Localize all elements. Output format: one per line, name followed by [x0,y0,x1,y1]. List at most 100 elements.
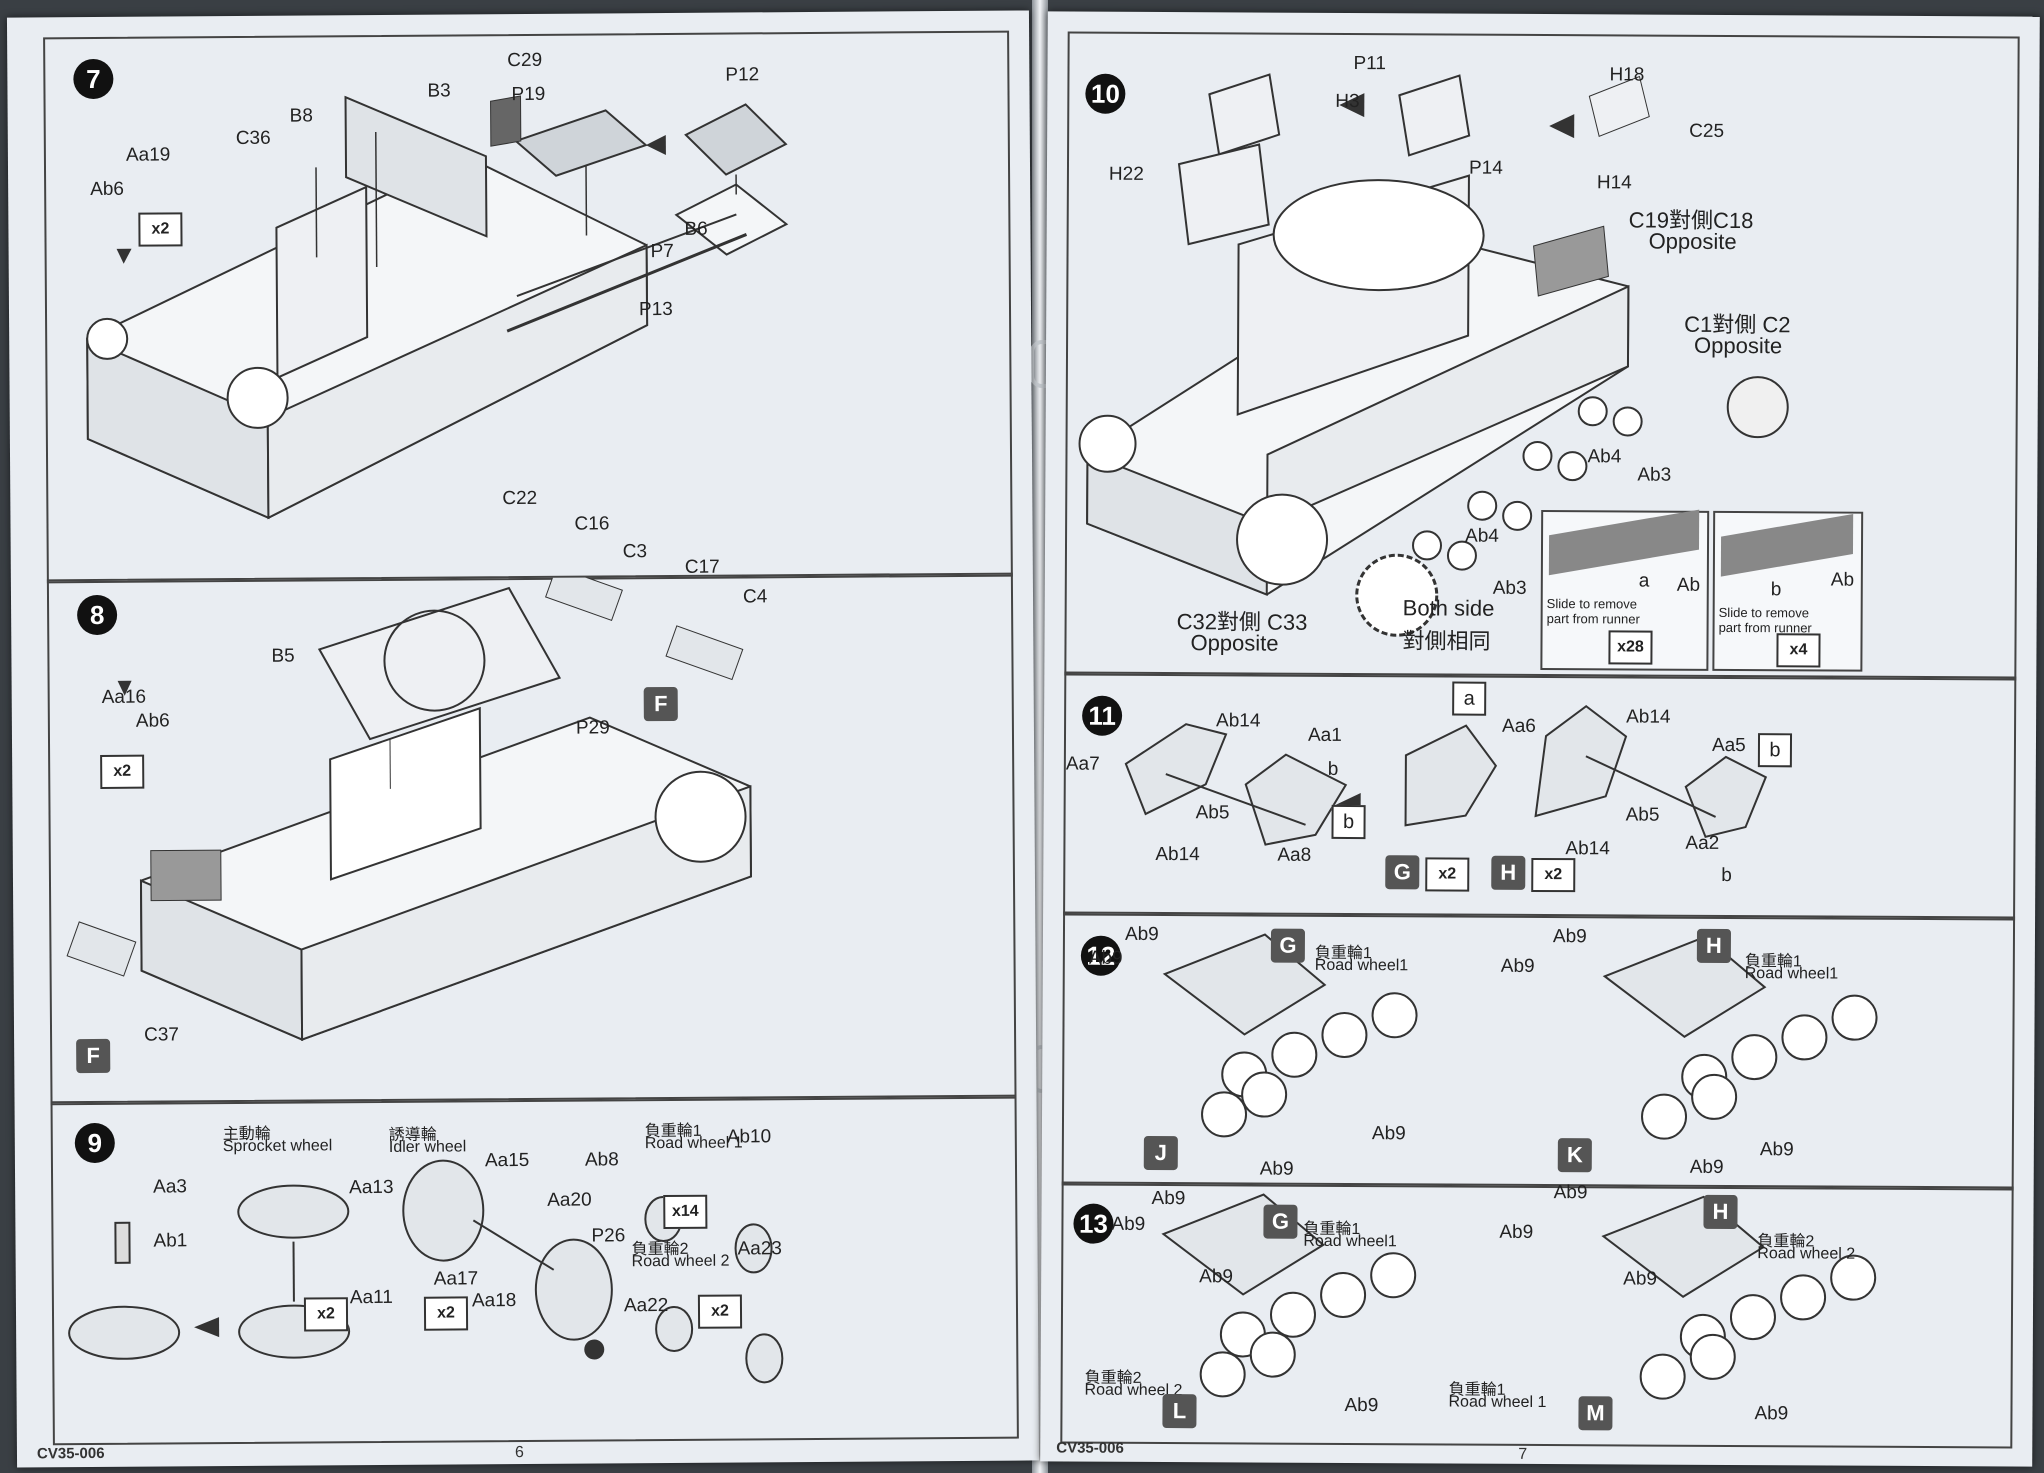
part-label-p19: P19 [511,83,546,106]
part-label-p14: P14 [1468,157,1503,179]
part-label-ab9-c: Ab9 [1371,1123,1406,1145]
road-wheel-1-en-right: Road wheel 1 [1448,1393,1547,1412]
part-label-ab9-e: Ab9 [1552,926,1587,948]
part-label-ab9-f: Ab9 [1754,1403,1789,1425]
step-10-number: 10 [1085,73,1126,114]
inset-a-ab: Ab [1676,574,1701,596]
part-label-c3: C3 [622,541,648,563]
part-label-aa1: Aa1 [1307,724,1342,746]
part-label-ab9-d: Ab9 [1259,1158,1294,1180]
part-label-aa8: Aa8 [1277,844,1312,866]
step-9-panel: 9 主動輪 Sprocket wheel 誘導輪 Idler wheel 負重輪… [50,1094,1019,1446]
part-label-c4: C4 [742,586,768,608]
part-label-aa15: Aa15 [484,1149,530,1172]
part-label-aa5: Aa5 [1711,734,1746,757]
part-label-ab14-c: Ab14 [1626,706,1671,728]
part-label-c25: C25 [1689,120,1725,142]
part-label-ab10: Ab10 [726,1126,772,1148]
step-9-drawing [68,1159,784,1384]
step-10-drawing [1078,73,1789,637]
part-label-ab4-b: Ab4 [1465,525,1499,547]
part-label-ab9-h: Ab9 [1623,1268,1658,1290]
part-label-aa6: Aa6 [1502,715,1536,737]
step-8-panel: 8 C22 C16 C3 C17 C4 B5 Aa16 Ab6 P29 C37 … [46,488,1017,1106]
runner-bar-a [1548,509,1700,576]
part-label-aa18: Aa18 [471,1290,517,1312]
part-label-p26: P26 [591,1225,626,1247]
part-label-aa3: Aa3 [153,1176,188,1198]
hint-box-b-right: b [1757,733,1793,768]
subassembly-f-label-placed: F [76,1038,111,1074]
step-11-drawing [1124,704,1768,846]
inset-b-ab: Ab [1830,569,1855,591]
part-label-ab5-b: Ab5 [1625,804,1660,826]
part-label-ab14-b: Ab14 [1155,843,1200,866]
part-label-aa16: Aa16 [101,686,147,708]
part-label-h22: H22 [1108,163,1144,185]
part-label-c16: C16 [574,513,610,535]
hint-box-a: a [1452,681,1487,716]
both-side-label: Both side [1402,595,1495,621]
subassembly-g-label: G [1270,928,1306,963]
quantity-badge-road-wheel-2: x2 [697,1294,743,1329]
step-11-panel: 11 Ab14 Aa7 Ab5 Ab14 Aa8 Aa1 b Aa6 Ab14 … [1063,671,2017,921]
part-label-ab5: Ab5 [1195,802,1230,824]
quantity-badge-sprocket: x2 [303,1297,349,1332]
both-side-zh: 對側相同 [1402,628,1491,654]
subassembly-g-label: G [1263,1204,1298,1239]
part-label-aa23: Aa23 [737,1238,783,1260]
part-label-ab8: Ab8 [584,1149,619,1171]
quantity-badge-g: x2 [1425,857,1470,892]
step-13-panel: 13 Ab9 Ab9 Ab9 Ab9 Ab9 Ab9 Ab9 Ab9 負重輪1 … [1060,1181,2014,1449]
step-12-panel: 12 Ab9 Ab9 Ab9 Ab9 Ab9 Ab9 Ab9 Ab9 負重輪1 … [1061,911,2016,1191]
step-10-panel: 10 P11 H3 P14 H18 C25 H14 H22 Ab4 Ab3 Ab… [1064,31,2020,681]
subassembly-h-label: H [1696,928,1732,964]
step-9-number: 9 [74,1122,115,1164]
step-7-number: 7 [73,58,114,100]
part-label-aa17: Aa17 [433,1268,479,1290]
part-label-b-small: b [1327,758,1339,780]
part-label-aa13: Aa13 [349,1176,394,1199]
runner-inset-a: a Ab Slide to remove part from runner x2… [1540,509,1710,671]
part-label-h18: H18 [1609,64,1645,86]
runner-inset-b: b Ab Slide to remove part from runner x4 [1712,510,1864,672]
part-label-ab9-d: Ab9 [1553,1182,1588,1204]
part-label-ab14: Ab14 [1216,710,1261,732]
part-label-c29: C29 [507,49,543,72]
part-label-c37: C37 [143,1024,179,1046]
part-label-b5: B5 [271,645,295,667]
part-label-aa19: Aa19 [125,144,171,166]
page-number: 7 [1518,1445,1528,1463]
page-number: 6 [514,1444,524,1462]
inset-b-qty: x4 [1776,633,1821,668]
subassembly-m-label: M [1578,1396,1613,1431]
part-label-ab9-a: Ab9 [1151,1187,1186,1210]
road-wheel-1-en: Road wheel1 [1303,1232,1397,1251]
inset-a-qty: x28 [1608,630,1653,665]
inset-b-letter: b [1770,579,1782,601]
hint-box-b: b [1331,804,1366,840]
step-7-drawing [86,95,789,520]
subassembly-k-label: K [1557,1138,1592,1173]
part-label-p11: P11 [1353,53,1386,75]
part-label-h14: H14 [1596,172,1632,194]
step-7-panel: 7 C29 B3 P19 P12 B8 C36 Aa19 Ab6 P7 B6 P… [43,30,1013,584]
part-label-ab9-g: Ab9 [1759,1139,1794,1161]
part-label-p7: P7 [650,240,674,263]
right-page: 10 P11 H3 P14 H18 C25 H14 H22 Ab4 Ab3 Ab… [1040,11,2040,1467]
part-label-ab9-c: Ab9 [1344,1394,1379,1417]
quantity-badge: x2 [138,212,183,247]
part-label-p29: P29 [575,717,610,739]
sprocket-wheel-title-en: Sprocket wheel [222,1137,333,1156]
part-label-c36: C36 [235,127,271,149]
part-label-ab9-g: Ab9 [1199,1266,1234,1288]
step-13-number: 13 [1073,1203,1114,1244]
part-label-aa2: Aa2 [1685,832,1720,854]
road-wheel-2-title-en: Road wheel 2 [631,1252,730,1271]
subassembly-j-label: J [1143,1135,1178,1171]
inset-a-note: Slide to remove part from runner [1546,596,1640,627]
part-label-b8: B8 [289,105,313,127]
quantity-badge-idler: x2 [423,1296,469,1331]
part-label-ab14-d: Ab14 [1565,838,1610,860]
footer-code: CV35-006 [36,1444,105,1463]
